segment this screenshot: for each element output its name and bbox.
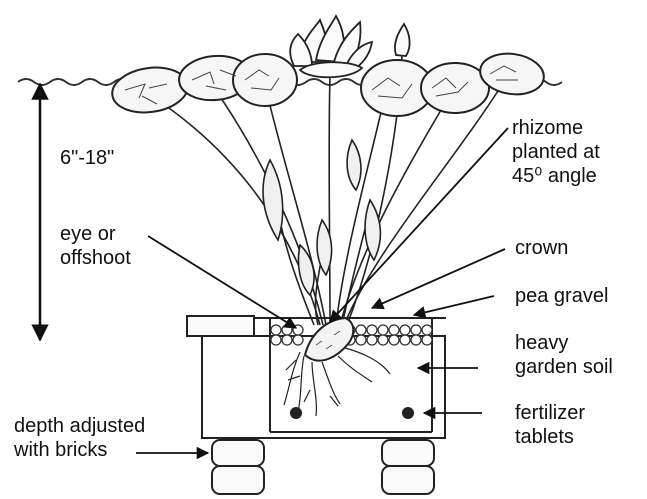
bricks: [212, 440, 434, 494]
pea-gravel-pointer: [414, 296, 494, 315]
fertilizer-tablet: [290, 407, 302, 419]
fertilizer-tablet: [402, 407, 414, 419]
bricks-label-line: with bricks: [14, 438, 145, 462]
lily-pad: [421, 63, 489, 113]
fertilizer-label-line: tablets: [515, 425, 585, 449]
lily-pad: [233, 54, 297, 106]
eye-label-line: offshoot: [60, 246, 131, 270]
eye-label-line: eye or: [60, 222, 131, 246]
soil-label: heavy garden soil: [515, 331, 613, 379]
soil-label-line: garden soil: [515, 355, 613, 379]
soil-label-line: heavy: [515, 331, 613, 355]
eye-pointer: [148, 236, 296, 328]
lily-bud: [395, 24, 410, 56]
submerged-leaves: [263, 140, 380, 295]
rhizome-label: rhizome planted at 45⁰ angle: [512, 116, 600, 188]
fertilizer-label: fertilizer tablets: [515, 401, 585, 449]
bricks-label: depth adjusted with bricks: [14, 414, 145, 462]
eye-label: eye or offshoot: [60, 222, 131, 270]
rhizome-label-line: rhizome: [512, 116, 600, 140]
lily-flower: [290, 16, 372, 77]
lily-pad: [109, 63, 190, 117]
bricks-label-line: depth adjusted: [14, 414, 145, 438]
rhizome-label-line: 45⁰ angle: [512, 164, 600, 188]
pea-gravel-label: pea gravel: [515, 284, 608, 308]
rhizome-label-line: planted at: [512, 140, 600, 164]
crown-pointer: [372, 249, 505, 308]
crown-label: crown: [515, 236, 568, 260]
depth-label: 6"-18": [60, 146, 114, 170]
fertilizer-label-line: fertilizer: [515, 401, 585, 425]
